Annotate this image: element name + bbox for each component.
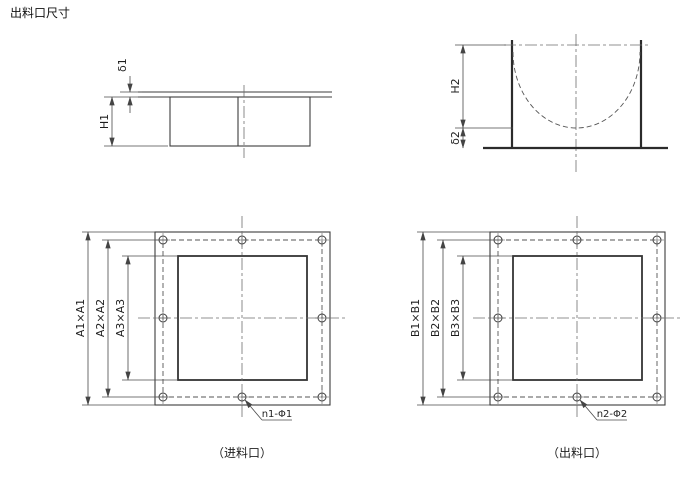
inlet-side-view: δ1 H1 [98, 58, 332, 158]
dim-label-outlet-outer: B1×B1 [409, 299, 422, 337]
outlet-side-view: H2 δ2 [449, 34, 668, 172]
dim-label-inlet-outer: A1×A1 [74, 299, 87, 337]
dim-label-inlet-thickness: δ1 [116, 58, 129, 72]
drawing-title: 出料口尺寸 [10, 6, 70, 20]
hole-callout-inlet: n1-Φ1 [262, 409, 293, 420]
caption-outlet: （出料口） [547, 446, 607, 460]
dim-label-inlet-boltline: A2×A2 [94, 299, 107, 337]
dim-label-outlet-height: H2 [449, 78, 462, 93]
inlet-flange-view: A1×A1 A2×A2 A3×A3 n1-Φ1 （进料口） [74, 216, 347, 460]
dim-label-outlet-opening: B3×B3 [449, 299, 462, 337]
hole-callout-outlet: n2-Φ2 [597, 409, 628, 420]
outlet-flange-view: B1×B1 B2×B2 B3×B3 n2-Φ2 （出料口） [409, 216, 682, 460]
dim-label-outlet-thickness: δ2 [449, 131, 462, 145]
dim-label-inlet-opening: A3×A3 [114, 299, 127, 337]
dim-label-inlet-height: H1 [98, 114, 111, 129]
dim-label-outlet-boltline: B2×B2 [429, 299, 442, 337]
caption-inlet: （进料口） [212, 446, 272, 460]
